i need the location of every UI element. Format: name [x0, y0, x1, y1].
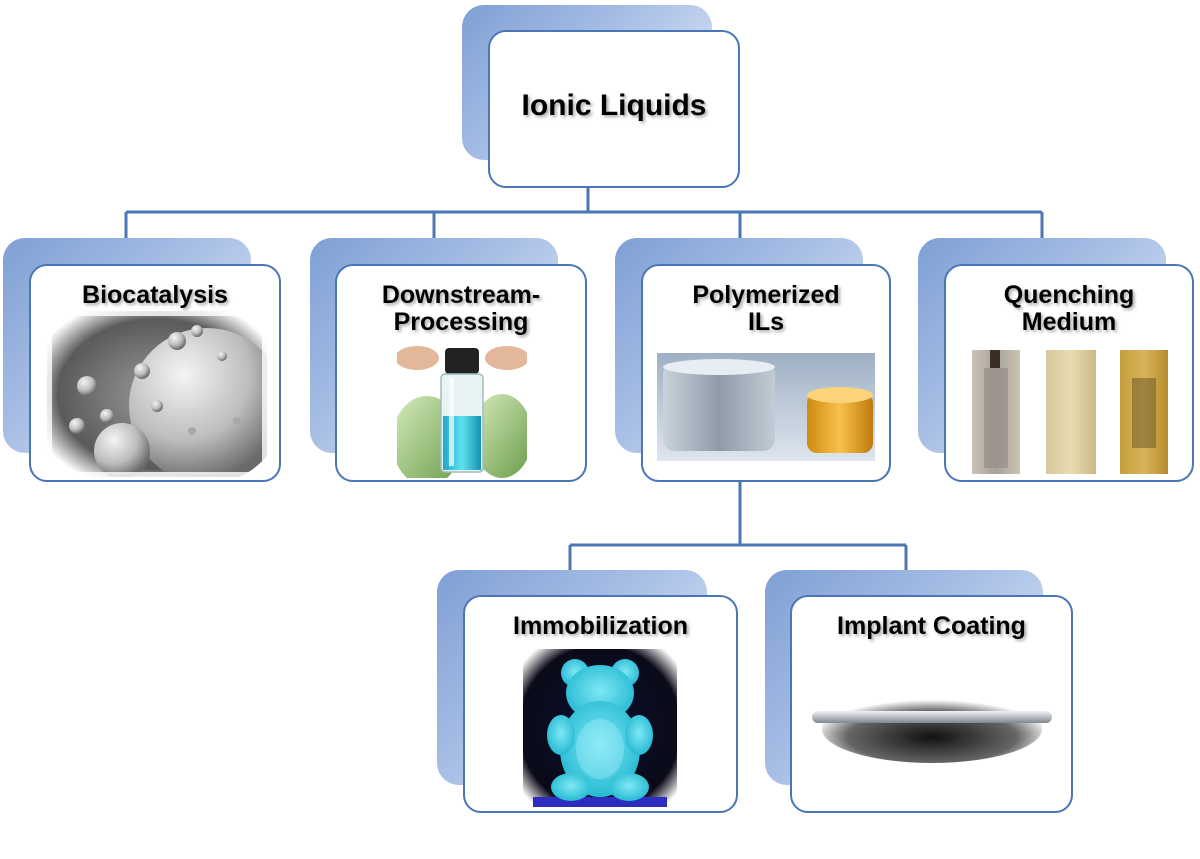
quenched-samples-image: [970, 348, 1170, 476]
downstream-title: Downstream- Processing: [381, 281, 541, 336]
biocatalysis-title: Biocatalysis: [82, 281, 228, 309]
vial-blue-liquid-image: [397, 346, 527, 478]
quenching-title: Quenching Medium: [1003, 281, 1135, 336]
immobilization-title: Immobilization: [513, 612, 688, 640]
implant-title: Implant Coating: [837, 612, 1026, 640]
immobilization-node: Immobilization: [463, 595, 738, 813]
downstream-node: Downstream- Processing: [335, 264, 587, 482]
gummy-bear-fluorescent-image: [523, 649, 677, 807]
sem-microspheres-image: [47, 311, 267, 477]
polymer-discs-image: [657, 353, 875, 461]
implant-node: Implant Coating: [790, 595, 1073, 813]
root-title: Ionic Liquids: [521, 89, 707, 122]
quenching-node: Quenching Medium: [944, 264, 1194, 482]
root-node: Ionic Liquids: [488, 30, 740, 188]
biocatalysis-node: Biocatalysis: [29, 264, 281, 482]
coated-implant-rod-image: [808, 667, 1056, 767]
polymerized-title: Polymerized ILs: [692, 281, 840, 336]
polymerized-node: Polymerized ILs: [641, 264, 891, 482]
